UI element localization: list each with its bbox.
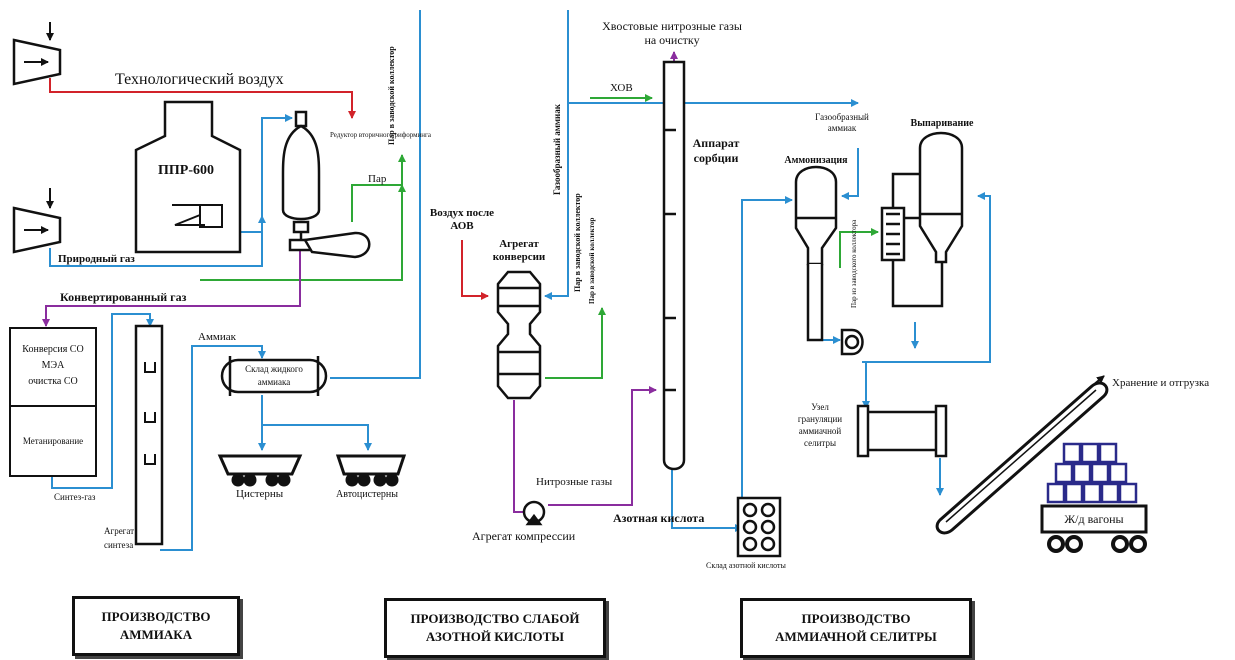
- rail-tank-car-icon: [217, 454, 303, 487]
- reformer-feed-line: [261, 114, 293, 216]
- air-compressor-icon: [12, 38, 62, 86]
- liquid-ammonia-store-label-2: аммиака: [258, 377, 290, 387]
- converted-gas-line: [42, 248, 301, 327]
- compressor-unit-label: Агрегат компрессии: [472, 529, 576, 543]
- gaseous-ammonia-label-1: Газообразный: [815, 112, 869, 122]
- storage-shipping-label: Хранение и отгрузка: [1112, 377, 1209, 389]
- synthesis-unit-label-1: Агрегат: [104, 526, 134, 536]
- ppr600-label: ППР-600: [158, 163, 214, 178]
- rail-wagons-label: Ж/д вагоны: [1064, 512, 1123, 526]
- nitric-acid-label: Азотная кислота: [613, 511, 704, 525]
- ammonization-vessel-icon: [794, 165, 838, 342]
- hov-label: ХОВ: [610, 82, 633, 94]
- section-ammonium-nitrate-line2: АММИАЧНОЙ СЕЛИТРЫ: [775, 629, 937, 644]
- gaseous-ammonia-label-2: аммиак: [828, 123, 857, 133]
- section-nitric-acid-line2: АЗОТНОЙ КИСЛОТЫ: [425, 629, 565, 644]
- tech-air-line: [49, 78, 356, 119]
- tail-gases-label-1: Хвостовые нитрозные газы: [602, 19, 742, 33]
- converted-gas-label: Конвертированный газ: [60, 290, 187, 304]
- conversion-unit-icon: [496, 270, 542, 400]
- steam-to-collector-label-1: Пар в заводской коллектор: [387, 46, 396, 145]
- natural-gas-line: [49, 215, 266, 267]
- nitric-acid-line: [671, 468, 743, 532]
- nitrous-gases-label: Нитрозные газы: [536, 476, 613, 488]
- conversion-unit-label-1: Агрегат: [499, 238, 539, 250]
- secondary-reformer-icon: [281, 110, 371, 259]
- air-after-aov-label-1: Воздух после: [430, 207, 494, 219]
- ammonia-tank-icon: [220, 356, 328, 396]
- nitrous-gases-line: [513, 400, 536, 516]
- steam-from-collector-line: [839, 228, 879, 268]
- absorption-label-1: Аппарат: [693, 136, 740, 150]
- steam-to-collector-label-2: Пар в заводской коллектор: [573, 193, 582, 292]
- ammonization-label: Аммонизация: [784, 155, 848, 166]
- air-after-aov-line: [461, 240, 489, 300]
- evaporation-label: Выпаривание: [911, 118, 974, 129]
- section-ammonia-line2: АММИАКА: [119, 627, 193, 642]
- co-conversion-label-2: МЭА: [42, 360, 65, 371]
- ammonia-to-store-line: [160, 345, 266, 551]
- ammonia-to-nitric-line: [330, 10, 421, 379]
- steam-line-3: [545, 307, 606, 379]
- nitric-acid-store-icon: [736, 496, 782, 558]
- ppr600-furnace-icon: [134, 100, 242, 254]
- auto-tank-car-icon: [335, 454, 407, 487]
- granulation-label-1: Узел: [811, 402, 829, 412]
- evaporator-icon: [880, 131, 964, 308]
- tail-gases-label-2: на очистку: [644, 33, 699, 47]
- granulation-drum-icon: [856, 404, 948, 458]
- absorption-label-2: сорбции: [694, 151, 739, 165]
- gas-compressor-icon: [12, 206, 62, 254]
- gaseous-ammonia-to-conversion: [544, 103, 569, 300]
- section-ammonia: ПРОИЗВОДСТВО АММИАКА: [72, 596, 240, 656]
- section-nitric-acid-line1: ПРОИЗВОДСТВО СЛАБОЙ: [410, 611, 580, 627]
- storage-arrow-icon: [1091, 375, 1105, 387]
- steam-line-2: [200, 184, 406, 281]
- conversion-unit-label-2: конверсии: [493, 251, 546, 263]
- methanation-label: Метанирование: [23, 436, 83, 446]
- synthesis-column-icon: [134, 324, 164, 546]
- tech-air-label: Технологический воздух: [115, 71, 284, 88]
- granulation-label-3: аммиачной: [799, 426, 842, 436]
- co-conversion-block: [9, 327, 97, 477]
- section-ammonium-nitrate-line1: ПРОИЗВОДСТВО: [801, 611, 911, 627]
- pump-to-evaporation-line: [862, 192, 991, 363]
- co-conversion-label-3: очистка СО: [28, 376, 77, 387]
- steam-from-collector-label: Пар из заводского коллектора: [850, 219, 858, 308]
- gaseous-ammonia-to-ammonization: [841, 148, 859, 200]
- secondary-reformer-label: Редуктор вторичного риформинга: [330, 131, 432, 139]
- steam-to-collector-label-3: Пар в заводской коллектор: [588, 217, 596, 304]
- rail-wagon-icon: [1040, 442, 1148, 553]
- synthesis-unit-label-2: синтеза: [104, 540, 133, 550]
- section-nitric-acid: ПРОИЗВОДСТВО СЛАБОЙ АЗОТНОЙ КИСЛОТЫ: [384, 598, 606, 658]
- steam-line-1: [351, 154, 406, 222]
- tanks-label: Цистерны: [236, 488, 284, 500]
- ammonia-label: Аммиак: [198, 331, 237, 343]
- auto-tanks-label: Автоцистерны: [336, 489, 398, 500]
- melt-pump-icon: [840, 328, 864, 356]
- natural-gas-label: Природный газ: [58, 253, 135, 265]
- section-ammonium-nitrate: ПРОИЗВОДСТВО АММИАЧНОЙ СЕЛИТРЫ: [740, 598, 972, 658]
- synthesis-gas-label: Синтез-газ: [54, 492, 96, 502]
- air-after-aov-label-2: АОВ: [450, 220, 474, 232]
- absorption-column-icon: [662, 60, 686, 471]
- steam-label: Пар: [368, 173, 387, 185]
- compressor-to-absorber-line: [548, 386, 657, 506]
- liquid-ammonia-store-label-1: Склад жидкого: [245, 364, 303, 374]
- store-to-autotanks-line: [262, 424, 372, 451]
- co-conversion-label-1: Конверсия СО: [22, 344, 83, 355]
- granulation-label-2: грануляции: [798, 414, 842, 424]
- section-ammonia-line1: ПРОИЗВОДСТВО: [101, 609, 211, 625]
- gaseous-ammonia-vertical-label: Газообразный аммиак: [552, 103, 562, 195]
- acid-to-ammonization-line: [741, 196, 793, 498]
- granulation-label-4: селитры: [804, 438, 836, 448]
- compressor-icon: [522, 500, 546, 526]
- nitric-acid-store-label: Склад азотной кислоты: [706, 561, 787, 570]
